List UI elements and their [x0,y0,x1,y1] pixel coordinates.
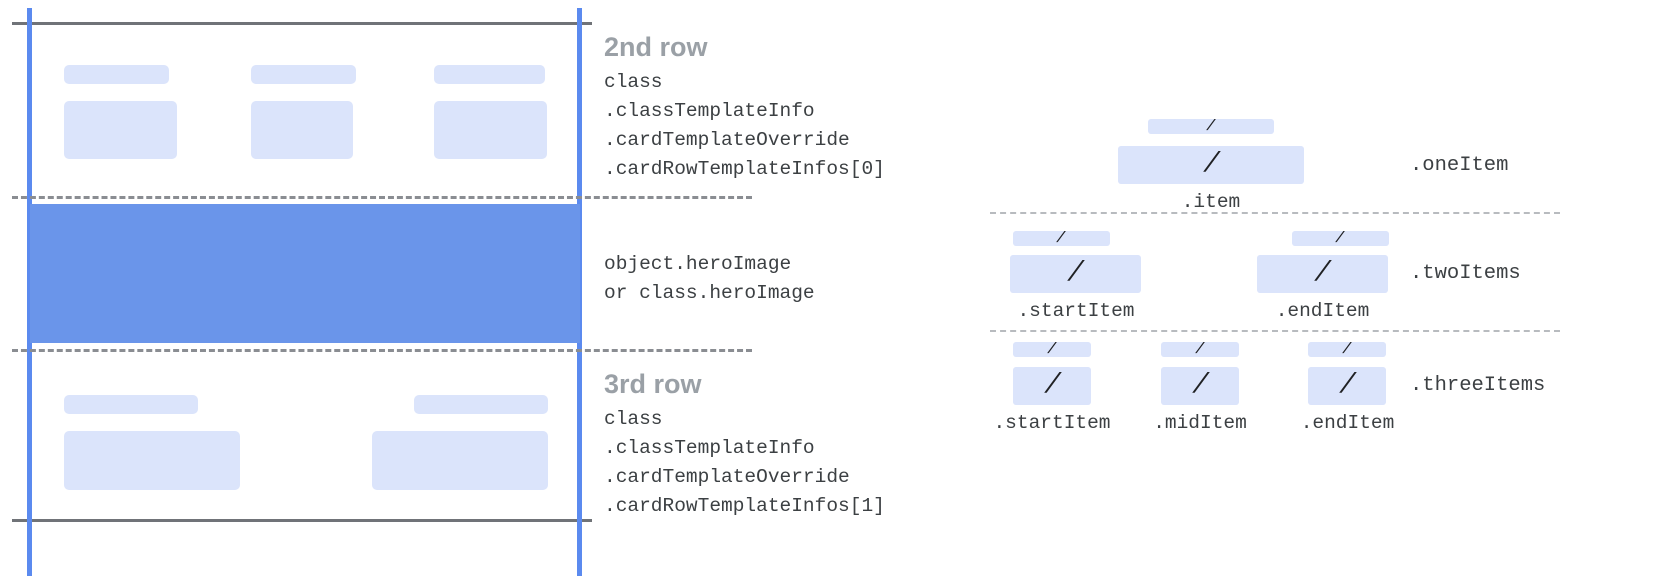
slash-glyph: / [1203,119,1219,134]
slash-glyph: / [1044,342,1060,357]
variant-divider-2 [990,330,1560,332]
callout-third-row-code: class .classTemplateInfo .cardTemplateOv… [604,408,885,517]
row-divider-upper [12,196,752,199]
card-bottom-rule [12,519,592,522]
callout-hero-image: object.heroImage or class.heroImage [604,250,815,308]
card-top-rule [12,22,592,25]
third-row-label-bar-2 [414,395,548,414]
three-items-start-small-bar: / [1013,342,1091,357]
hero-image-block [30,204,580,343]
second-row-content-box-2 [251,101,353,159]
callout-third-row: 3rd row class .classTemplateInfo .cardTe… [604,368,885,521]
variant-divider-1 [990,212,1560,214]
row-divider-lower [12,349,752,352]
slash-glyph: / [1339,342,1355,357]
variant-label-two-items: .twoItems [1410,262,1521,285]
card-left-guide [27,8,32,576]
one-item-sub-label: .item [1181,191,1241,213]
three-items-end-big-bar: / [1308,367,1386,405]
callout-third-row-heading: 3rd row [604,369,702,399]
second-row-content-box-3 [434,101,547,159]
second-row-label-bar-2 [251,65,356,84]
two-items-start-sub-label: .startItem [1017,300,1135,322]
slash-glyph: / [1333,231,1348,246]
second-row-label-bar-1 [64,65,169,84]
variant-label-one-item: .oneItem [1410,154,1509,177]
two-items-end-sub-label: .endItem [1275,300,1370,322]
one-item-big-bar: / [1118,146,1304,184]
two-items-start-big-bar: / [1010,255,1141,293]
three-items-mid-small-bar: / [1161,342,1239,357]
variant-label-three-items: .threeItems [1410,374,1546,397]
callout-hero-image-code: object.heroImage or class.heroImage [604,253,815,304]
three-items-mid-big-bar: / [1161,367,1239,405]
callout-second-row: 2nd row class .classTemplateInfo .cardTe… [604,31,885,184]
second-row-content-box-1 [64,101,177,159]
slash-glyph: / [1188,369,1212,402]
third-row-content-box-1 [64,431,240,490]
callout-second-row-heading: 2nd row [604,32,708,62]
slash-glyph: / [1199,148,1223,181]
slash-glyph: / [1192,342,1208,357]
three-items-end-small-bar: / [1308,342,1386,357]
third-row-label-bar-1 [64,395,198,414]
card-template-panel [0,0,752,584]
third-row-content-box-2 [372,431,548,490]
slash-glyph: / [1311,257,1335,290]
two-items-end-small-bar: / [1292,231,1389,246]
two-items-end-big-bar: / [1257,255,1388,293]
one-item-small-bar: / [1148,119,1274,134]
second-row-label-bar-3 [434,65,545,84]
callout-second-row-code: class .classTemplateInfo .cardTemplateOv… [604,71,885,180]
item-variants-panel: / / .item .oneItem / / .startItem / / .e… [960,0,1676,584]
three-items-start-big-bar: / [1013,367,1091,405]
slash-glyph: / [1335,369,1359,402]
three-items-start-sub-label: .startItem [993,412,1111,434]
two-items-start-small-bar: / [1013,231,1110,246]
three-items-mid-sub-label: .midItem [1153,412,1247,434]
slash-glyph: / [1054,231,1069,246]
three-items-end-sub-label: .endItem [1300,412,1395,434]
slash-glyph: / [1064,257,1088,290]
slash-glyph: / [1040,369,1064,402]
